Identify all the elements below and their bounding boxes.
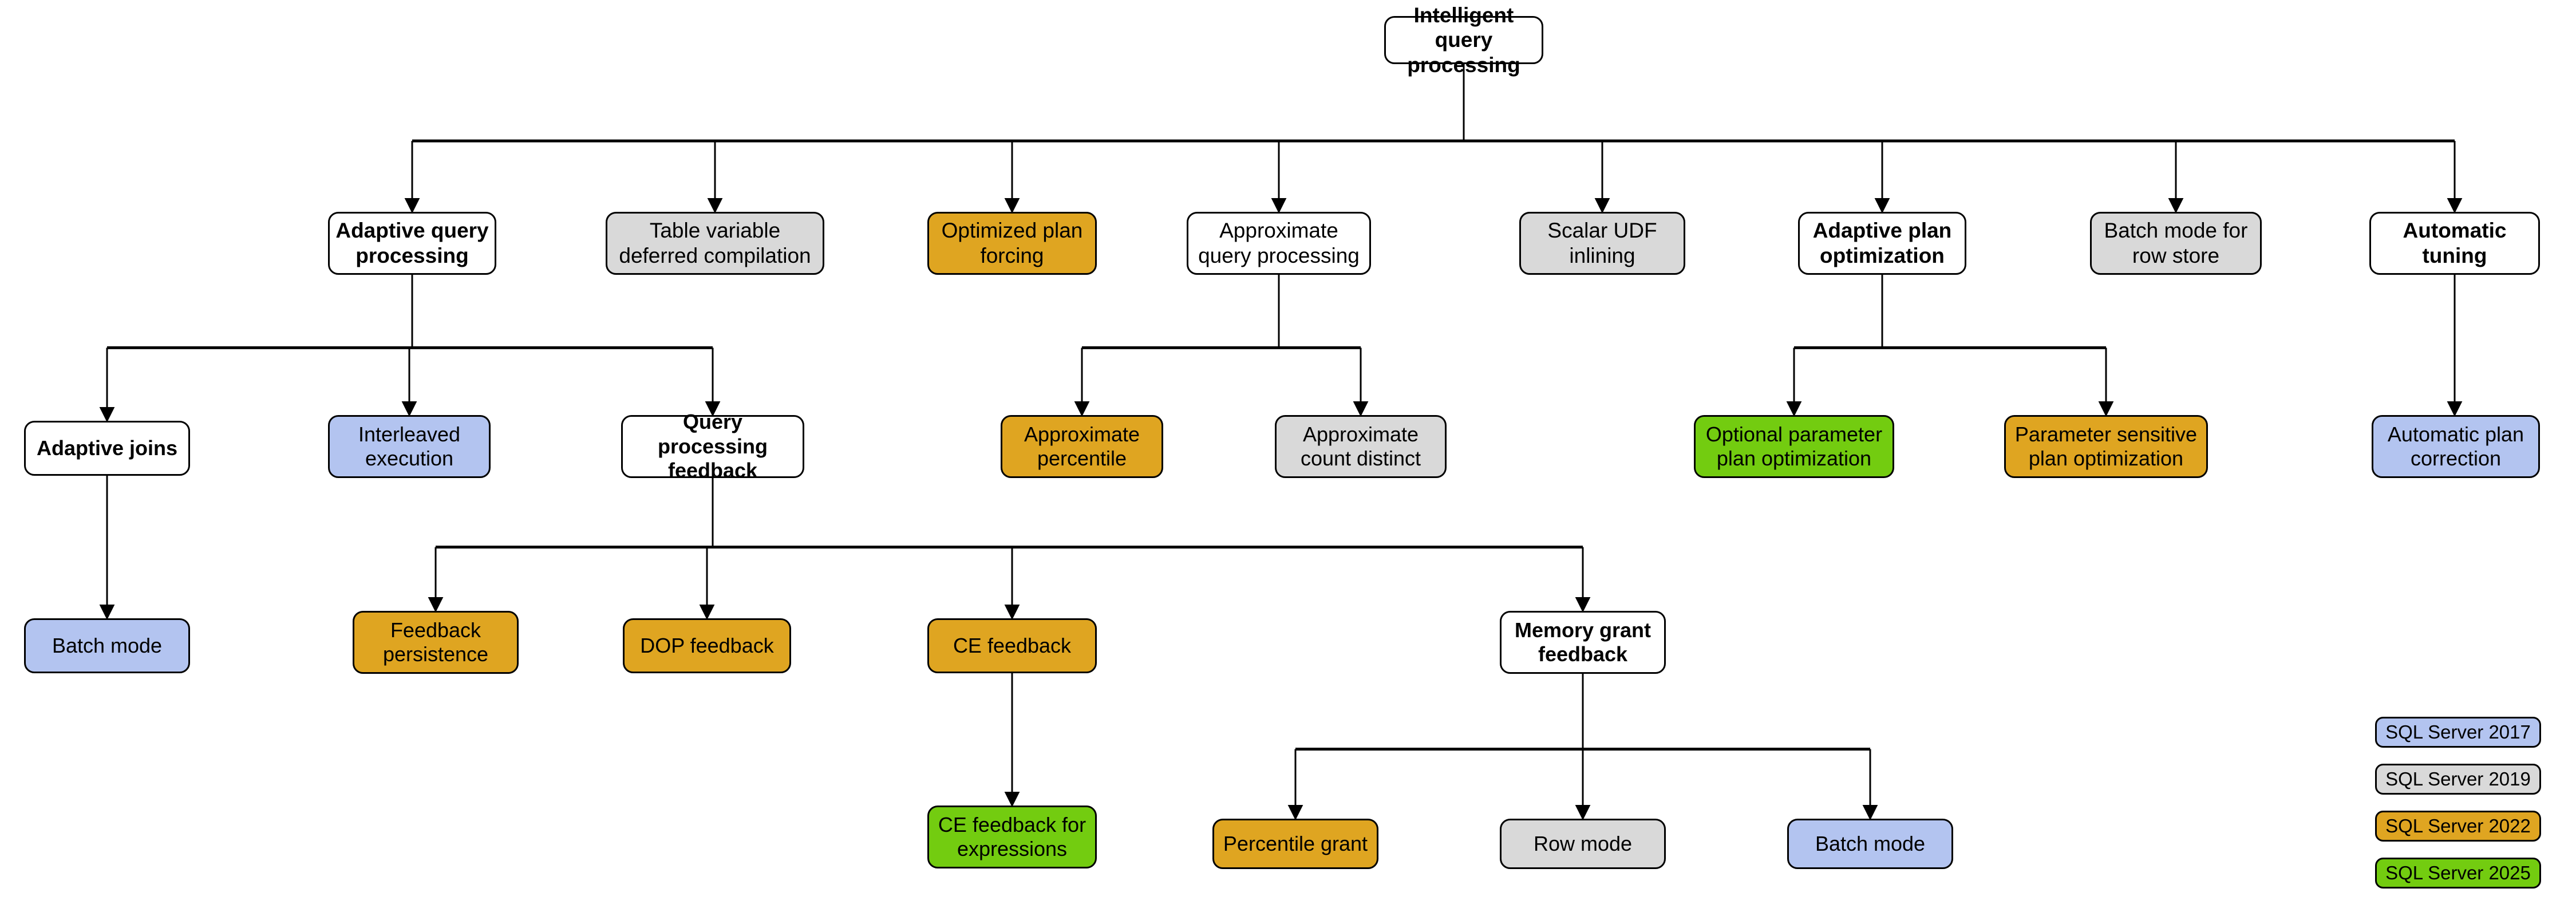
node-adaptive-query-processing[interactable]: Adaptive query processing (328, 212, 496, 275)
node-label: Query processing feedback (657, 410, 768, 483)
node-label: DOP feedback (640, 633, 774, 657)
node-label: Automatic plan correction (2387, 422, 2524, 470)
node-table-variable-deferred-compilation[interactable]: Table variable deferred compilation (606, 212, 824, 275)
node-label: Batch mode for row store (2104, 219, 2248, 267)
legend-sql-server-2019: SQL Server 2019 (2375, 764, 2541, 795)
node-label: Row mode (1533, 831, 1633, 855)
legend-label: SQL Server 2025 (2385, 862, 2531, 883)
node-label: Approximate percentile (1024, 422, 1140, 470)
node-label: CE feedback for expressions (938, 812, 1086, 860)
node-adaptive-joins[interactable]: Adaptive joins (24, 421, 190, 476)
node-label: Interleaved execution (358, 422, 461, 470)
node-query-processing-feedback[interactable]: Query processing feedback (621, 410, 804, 482)
node-label: Table variable deferred compilation (619, 219, 811, 267)
node-parameter-sensitive-plan-optimization[interactable]: Parameter sensitive plan optimization (2004, 415, 2208, 478)
node-interleaved-execution[interactable]: Interleaved execution (328, 415, 491, 478)
node-root[interactable]: Intelligent query processing (1384, 3, 1543, 77)
node-optimized-plan-forcing[interactable]: Optimized plan forcing (927, 212, 1097, 275)
node-label: Adaptive plan optimization (1812, 219, 1952, 267)
node-adaptive-plan-optimization[interactable]: Adaptive plan optimization (1798, 212, 1966, 275)
node-batch-mode-for-row-store[interactable]: Batch mode for row store (2090, 212, 2262, 275)
node-batch-mode-mgf[interactable]: Batch mode (1787, 819, 1953, 869)
node-label: Feedback persistence (382, 618, 489, 666)
node-dop-feedback[interactable]: DOP feedback (623, 618, 791, 673)
node-label: Batch mode (1815, 831, 1926, 855)
legend-sql-server-2025: SQL Server 2025 (2375, 858, 2541, 889)
node-feedback-persistence[interactable]: Feedback persistence (353, 611, 519, 674)
node-ce-feedback-for-expressions[interactable]: CE feedback for expressions (927, 806, 1097, 868)
node-approximate-percentile[interactable]: Approximate percentile (1001, 415, 1163, 478)
legend-sql-server-2022: SQL Server 2022 (2375, 811, 2541, 842)
legend-label: SQL Server 2017 (2385, 721, 2531, 743)
legend-label: SQL Server 2019 (2385, 768, 2531, 789)
node-label: Optional parameter plan optimization (1705, 422, 1883, 470)
node-label: Automatic tuning (2403, 219, 2507, 267)
node-approximate-query-processing[interactable]: Approximate query processing (1187, 212, 1371, 275)
node-label: Intelligent query processing (1407, 3, 1520, 77)
node-approximate-count-distinct[interactable]: Approximate count distinct (1275, 415, 1447, 478)
node-label: Approximate query processing (1198, 219, 1360, 267)
node-label: Scalar UDF inlining (1547, 219, 1657, 267)
node-scalar-udf-inlining[interactable]: Scalar UDF inlining (1519, 212, 1685, 275)
node-label: Parameter sensitive plan optimization (2014, 422, 2198, 470)
node-batch-mode-aj[interactable]: Batch mode (24, 618, 190, 673)
node-label: Adaptive joins (36, 436, 178, 460)
legend-label: SQL Server 2022 (2385, 815, 2531, 836)
node-label: Optimized plan forcing (941, 219, 1083, 267)
node-row-mode[interactable]: Row mode (1500, 819, 1666, 869)
node-label: Memory grant feedback (1514, 618, 1652, 666)
node-optional-parameter-plan-optimization[interactable]: Optional parameter plan optimization (1694, 415, 1894, 478)
node-memory-grant-feedback[interactable]: Memory grant feedback (1500, 611, 1666, 674)
node-label: Adaptive query processing (335, 219, 489, 267)
node-label: Percentile grant (1223, 831, 1368, 855)
node-automatic-plan-correction[interactable]: Automatic plan correction (2372, 415, 2540, 478)
node-percentile-grant[interactable]: Percentile grant (1212, 819, 1378, 869)
node-label: Batch mode (52, 633, 163, 657)
node-ce-feedback[interactable]: CE feedback (927, 618, 1097, 673)
node-label: CE feedback (953, 633, 1072, 657)
node-label: Approximate count distinct (1300, 422, 1421, 470)
node-automatic-tuning[interactable]: Automatic tuning (2369, 212, 2540, 275)
legend-sql-server-2017: SQL Server 2017 (2375, 717, 2541, 748)
